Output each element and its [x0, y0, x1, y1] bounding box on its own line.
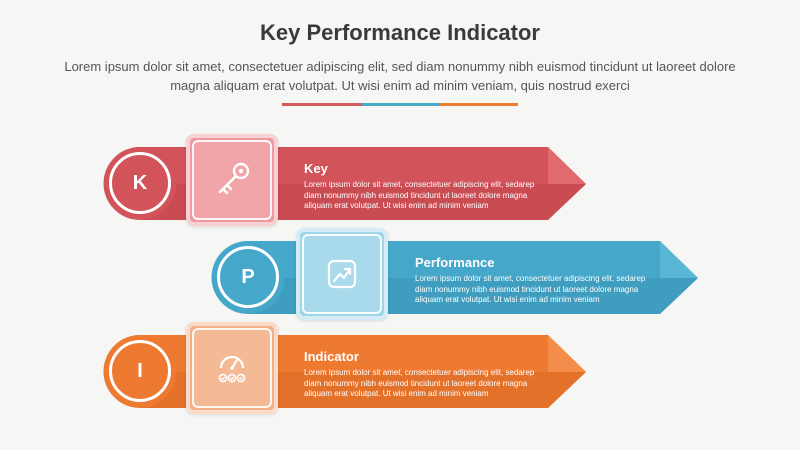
icon-box-key [186, 134, 278, 226]
body-performance: Lorem ipsum dolor sit amet, consectetuer… [415, 274, 646, 304]
gauge-checklist-icon [218, 355, 246, 383]
letter-circle-performance: P [212, 241, 284, 313]
divider-segment-red [282, 103, 362, 106]
divider-segment-blue [362, 103, 440, 106]
letter-circle-indicator: I [104, 335, 176, 407]
kpi-row-key: K Key Lorem ipsum dolor sit amet, consec… [100, 130, 590, 230]
letter-k: K [109, 152, 171, 214]
page-title: Key Performance Indicator [260, 20, 540, 45]
body-indicator: Lorem ipsum dolor sit amet, consectetuer… [304, 368, 535, 398]
letter-p: P [217, 246, 279, 308]
divider-segment-orange [440, 103, 518, 106]
heading-performance: Performance [415, 255, 495, 270]
letter-i: I [109, 340, 171, 402]
body-key: Lorem ipsum dolor sit amet, consectetuer… [304, 180, 535, 210]
letter-circle-key: K [104, 147, 176, 219]
growth-chart-icon [327, 259, 357, 289]
heading-indicator: Indicator [304, 349, 359, 364]
kpi-row-indicator: I Indicator Lorem ipsum dolor sit amet, … [100, 318, 590, 418]
page-subtitle: Lorem ipsum dolor sit amet, consectetuer… [64, 59, 736, 93]
icon-box-indicator [186, 322, 278, 414]
heading-key: Key [304, 161, 328, 176]
icon-box-performance [296, 228, 388, 320]
key-icon [218, 162, 250, 195]
kpi-row-performance: P Performance Lorem ipsum dolor sit amet… [208, 224, 700, 324]
